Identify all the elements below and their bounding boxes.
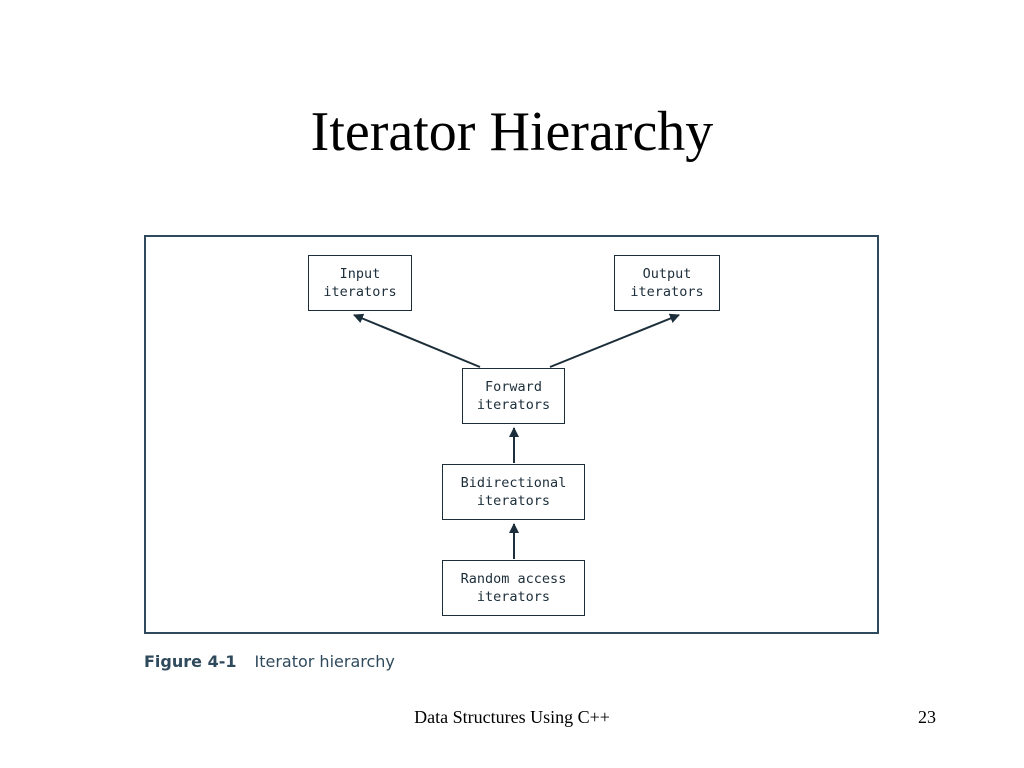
connector-arrows — [353, 313, 680, 559]
figure-caption: Figure 4-1 Iterator hierarchy — [144, 652, 395, 676]
page-number: 23 — [918, 707, 936, 727]
footer-title: Data Structures Using C++ — [414, 707, 610, 727]
arrow-forward-to-input — [353, 313, 481, 368]
node-output-iterators: Output iterators — [614, 255, 720, 311]
figure-caption-number: Figure 4-1 — [144, 652, 237, 671]
slide-title: Iterator Hierarchy — [310, 101, 714, 163]
node-input-iterators: Input iterators — [308, 255, 412, 311]
node-bidirectional-iterators: Bidirectional iterators — [442, 464, 585, 520]
arrow-forward-to-output — [549, 313, 680, 368]
figure-frame: Input iterators Output iterators Forward… — [144, 235, 879, 634]
node-random-access-iterators: Random access iterators — [442, 560, 585, 616]
figure-caption-text: Iterator hierarchy — [254, 652, 395, 671]
node-forward-iterators: Forward iterators — [462, 368, 565, 424]
